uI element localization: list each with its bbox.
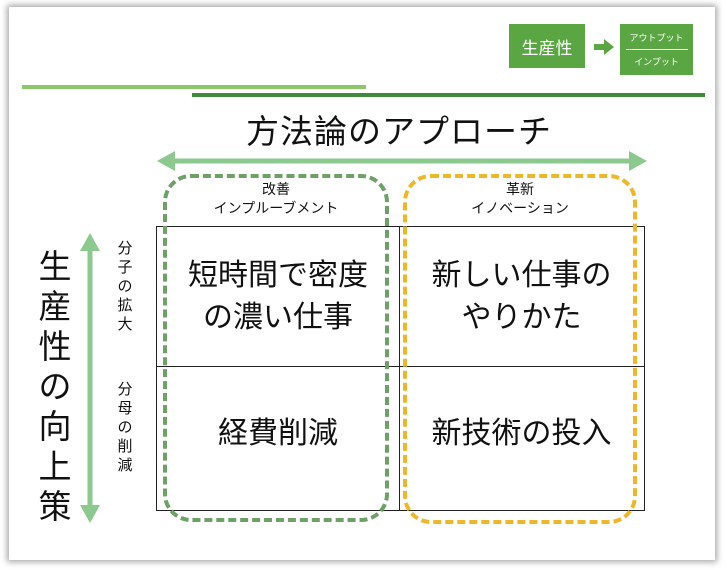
improvement-group-frame (163, 174, 389, 522)
vertical-double-arrow-icon (80, 233, 100, 523)
cell-new-technology: 新技術の投入 (431, 416, 612, 451)
horizontal-double-arrow-icon (157, 151, 647, 171)
column-subtitle: イノベーション (471, 201, 569, 217)
cell-new-way-of-working: 新しい仕事の やりかた (431, 258, 612, 335)
slide: 生産性 アウトプット インプット 方法論のアプローチ 生 産 性 の 向 上 策… (9, 7, 715, 560)
innovation-group-frame (403, 174, 637, 524)
vertical-title-char: 策 (38, 487, 72, 526)
column-subtitle: インプルーブメント (213, 201, 339, 217)
vertical-title-char: 上 (38, 447, 72, 486)
vertical-title-char: の (38, 367, 72, 406)
grid-row-divider (156, 366, 645, 367)
column-name: 革新 (506, 182, 534, 198)
column-name: 改善 (262, 182, 290, 198)
header-rule-dark (192, 93, 705, 97)
vertical-title-char: 生 (38, 247, 72, 286)
vertical-axis-title: 生 産 性 の 向 上 策 (35, 247, 75, 527)
vertical-title-char: 性 (38, 327, 72, 366)
vertical-title-char: 向 (38, 407, 72, 446)
row-label-numerator: 分 子 の 拡 大 (117, 239, 133, 333)
formula-fraction-box: アウトプット インプット (620, 24, 693, 75)
productivity-box: 生産性 (509, 24, 585, 68)
formula-denominator: インプット (634, 58, 679, 68)
matrix-grid (156, 226, 645, 511)
column-header-innovation: 革新 イノベーション (409, 181, 631, 219)
cell-dense-work: 短時間で密度 の濃い仕事 (188, 258, 368, 335)
fraction-line (625, 49, 688, 50)
grid-column-divider (399, 226, 400, 511)
cell-cost-reduction: 経費削減 (218, 416, 338, 451)
row-label-denominator: 分 母 の 削 減 (117, 380, 133, 474)
formula-numerator: アウトプット (629, 34, 684, 44)
vertical-title-char: 産 (38, 287, 72, 326)
right-arrow-icon (594, 39, 614, 55)
header-rule-light (22, 85, 366, 89)
diagram-title: 方法論のアプローチ (246, 112, 552, 151)
column-header-improvement: 改善 インプルーブメント (169, 181, 383, 219)
